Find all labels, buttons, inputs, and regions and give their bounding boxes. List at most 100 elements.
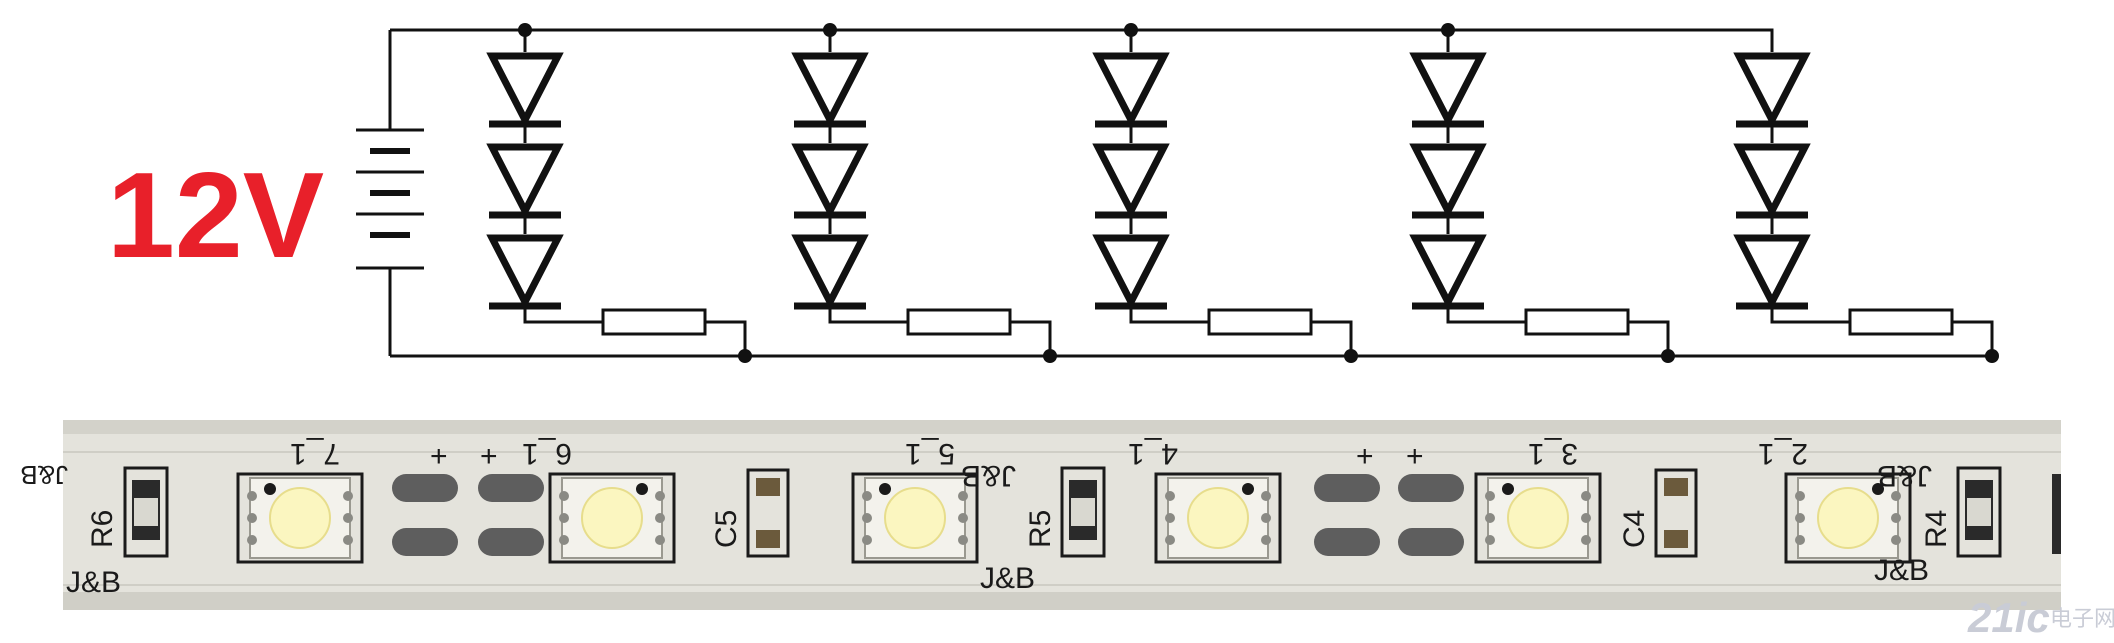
led-designator: 3_1 — [1528, 437, 1578, 470]
led-diode-symbol — [1409, 234, 1487, 310]
branch-wire — [1311, 320, 1353, 356]
diode-triangle — [486, 52, 564, 128]
led-pin — [1891, 535, 1901, 545]
pad-pair — [1398, 474, 1464, 556]
led-pin — [1165, 491, 1175, 501]
resistor-r6-label: R6 — [86, 510, 119, 548]
led-pin — [1261, 535, 1271, 545]
solder-pad — [392, 474, 458, 502]
led-outline — [1154, 472, 1282, 564]
led-diode-symbol — [1409, 52, 1487, 128]
pad-pair — [1314, 474, 1380, 556]
resistor-outline — [123, 466, 169, 558]
branch-wire — [1628, 320, 1670, 356]
branch-wire — [1952, 320, 1994, 356]
resistor-symbol — [1207, 308, 1313, 336]
capacitor-outline — [1654, 468, 1698, 558]
led-polarity-dot — [879, 483, 891, 495]
diode-triangle — [486, 143, 564, 219]
led-pin — [1795, 491, 1805, 501]
resistor-outline — [1060, 466, 1106, 558]
edge-component — [2052, 474, 2061, 554]
led-pin — [343, 513, 353, 523]
led-phosphor — [269, 487, 331, 549]
led-pin — [1795, 513, 1805, 523]
led-diode-symbol — [1733, 143, 1811, 219]
led-pin — [1261, 491, 1271, 501]
capacitor-c5-label: C5 — [710, 510, 743, 548]
junction-dot — [1043, 349, 1057, 363]
led-pin — [1581, 535, 1591, 545]
resistor-r6 — [123, 466, 169, 558]
led-diode-symbol — [791, 143, 869, 219]
diode-triangle — [1092, 52, 1170, 128]
led-phosphor — [581, 487, 643, 549]
left-edge-brand-mark: J&B — [66, 566, 121, 599]
led-pin — [1891, 513, 1901, 523]
led-5050-chip: 6_1 — [522, 437, 676, 564]
led-diode-symbol — [1092, 234, 1170, 310]
led-pin — [1581, 491, 1591, 501]
resistor-marking — [1967, 498, 1991, 526]
led-pin — [1485, 535, 1495, 545]
solder-pad — [392, 528, 458, 556]
resistor-marking — [134, 498, 158, 526]
solder-pad — [1398, 528, 1464, 556]
led-outline — [851, 472, 979, 564]
watermark-text: 21ic — [1967, 594, 2050, 638]
led-pin — [958, 513, 968, 523]
board-top-shade — [63, 420, 2061, 434]
diode-triangle — [1733, 234, 1811, 310]
led-polarity-dot — [1242, 483, 1254, 495]
led-pin — [1891, 491, 1901, 501]
supply-voltage-label: 12V — [107, 147, 324, 283]
battery-symbol — [356, 30, 424, 356]
led-phosphor — [1187, 487, 1249, 549]
led-phosphor — [1817, 487, 1879, 549]
brand-mark: J&B — [961, 459, 1016, 492]
led-diode-symbol — [486, 234, 564, 310]
led-5050-chip: 7_1 — [236, 437, 364, 564]
diode-triangle — [1733, 52, 1811, 128]
led-pin — [655, 535, 665, 545]
led-designator: 4_1 — [1128, 437, 1178, 470]
top-rail — [390, 28, 1774, 52]
led-polarity-dot — [1872, 483, 1884, 495]
led-5050-chip: 3_1 — [1474, 437, 1602, 564]
brand-mark: J&B — [980, 562, 1035, 595]
capacitor-c5 — [746, 468, 790, 558]
solder-pad — [1314, 528, 1380, 556]
pad-pair — [478, 474, 544, 556]
site-watermark: 21ic 电子网 — [1967, 594, 2114, 641]
plus-mark: + — [1406, 440, 1424, 473]
board-bottom-shade — [63, 592, 2061, 610]
diode-triangle — [1409, 143, 1487, 219]
led-branches — [486, 23, 1999, 363]
resistor-outline — [1956, 466, 2002, 558]
led-diode-symbol — [791, 52, 869, 128]
led-diode-symbol — [1409, 143, 1487, 219]
led-5050-chip: 4_1 — [1128, 437, 1282, 564]
led-phosphor — [1507, 487, 1569, 549]
plus-mark: + — [480, 440, 498, 473]
diode-triangle — [791, 143, 869, 219]
led-pin — [247, 535, 257, 545]
led-pin — [559, 513, 569, 523]
led-pin — [1485, 513, 1495, 523]
branch-wire — [1129, 306, 1209, 324]
led-diode-symbol — [1733, 52, 1811, 128]
solder-pad — [478, 528, 544, 556]
resistor-marking — [1071, 498, 1095, 526]
branch-wire — [828, 306, 908, 324]
led-pin — [343, 491, 353, 501]
led-outline — [236, 472, 364, 564]
resistor-symbol — [1848, 308, 1954, 336]
led-designator: 6_1 — [522, 437, 572, 470]
junction-dot — [1661, 349, 1675, 363]
led-designator: 7_1 — [290, 437, 340, 470]
led-pin — [862, 491, 872, 501]
led-branch — [1092, 23, 1358, 363]
solder-pad — [1314, 474, 1380, 502]
watermark-subtext: 电子网 — [2050, 606, 2114, 631]
